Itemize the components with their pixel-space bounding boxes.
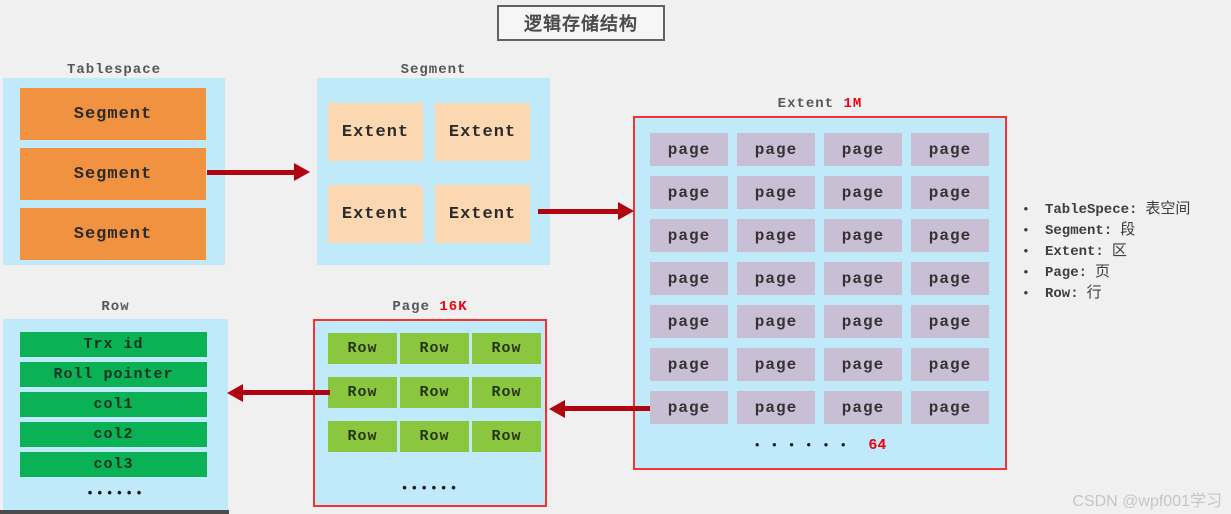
extent-label: Extent 1M — [633, 96, 1007, 112]
segment-box: Segment — [20, 148, 206, 200]
page-cell: page — [824, 391, 902, 424]
legend-item-tablespace: • TableSpece: 表空间 — [1012, 197, 1231, 218]
legend-term: Segment: — [1045, 223, 1113, 239]
page-cell: page — [824, 262, 902, 295]
ellipsis-dots: •••••• — [753, 439, 857, 453]
page-cell: page — [650, 262, 728, 295]
page-cell: page — [911, 176, 989, 209]
row-field-col1: col1 — [20, 392, 207, 417]
legend-term: Extent: — [1045, 244, 1104, 260]
legend-term: Row: — [1045, 286, 1079, 302]
row-cell: Row — [328, 421, 397, 452]
legend: • TableSpece: 表空间 • Segment: 段 • Extent:… — [1012, 197, 1231, 302]
legend-term: Page: — [1045, 265, 1088, 281]
page-cell: page — [737, 219, 815, 252]
extent-size-text: 1M — [843, 96, 863, 112]
csdn-watermark: CSDN @wpf001学习 — [1072, 493, 1222, 510]
page-cell: page — [737, 262, 815, 295]
bullet-icon: • — [1022, 244, 1030, 259]
extent-box: Extent — [435, 103, 530, 161]
bullet-icon: • — [1022, 202, 1030, 217]
segment-box: Segment — [20, 88, 206, 140]
page-cell: page — [737, 176, 815, 209]
page-cell: page — [650, 219, 728, 252]
page-cell: page — [650, 391, 728, 424]
row-field-trx-id: Trx id — [20, 332, 207, 357]
bottom-edge-strip — [0, 510, 229, 514]
row-cell: Row — [328, 377, 397, 408]
page-cell: page — [650, 133, 728, 166]
page-cell: page — [650, 305, 728, 338]
row-cell: Row — [400, 377, 469, 408]
row-ellipsis: •••••• — [86, 486, 145, 501]
page-cell: page — [824, 305, 902, 338]
legend-definition: 页 — [1095, 262, 1111, 280]
row-field-col2: col2 — [20, 422, 207, 447]
extent-box: Extent — [328, 185, 423, 243]
page-cell: page — [824, 176, 902, 209]
extent-box: Extent — [328, 103, 423, 161]
diagram-title: 逻辑存储结构 — [497, 5, 665, 41]
bullet-icon: • — [1022, 265, 1030, 280]
page-cell: page — [911, 391, 989, 424]
row-field-roll-pointer: Roll pointer — [20, 362, 207, 387]
extent-label-text: Extent — [777, 96, 835, 112]
row-cell: Row — [472, 421, 541, 452]
extent-ellipsis: •••••• 64 — [635, 436, 1005, 454]
page-cell: page — [911, 262, 989, 295]
bullet-icon: • — [1022, 286, 1030, 301]
page-cell: page — [911, 133, 989, 166]
diagram-title-text: 逻辑存储结构 — [524, 14, 638, 34]
legend-term: TableSpece: — [1045, 202, 1138, 218]
page-cell: page — [911, 348, 989, 381]
legend-item-row: • Row: 行 — [1012, 281, 1231, 302]
page-count: 64 — [868, 437, 887, 454]
tablespace-label: Tablespace — [66, 62, 161, 78]
page-cell: page — [911, 219, 989, 252]
row-container: Trx id Roll pointer col1 col2 col3 •••••… — [3, 319, 228, 510]
page-cell: page — [824, 219, 902, 252]
page-cell: page — [737, 391, 815, 424]
page-size-text: 16K — [439, 299, 468, 315]
row-cell: Row — [400, 421, 469, 452]
legend-item-segment: • Segment: 段 — [1012, 218, 1231, 239]
legend-definition: 行 — [1086, 283, 1102, 301]
tablespace-container: Segment Segment Segment — [3, 78, 225, 265]
page-ellipsis: •••••• — [400, 481, 460, 496]
row-field-col3: col3 — [20, 452, 207, 477]
row-label: Row — [101, 299, 130, 315]
segment-box: Segment — [20, 208, 206, 260]
page-grid: page page page page page page page page page page… — [635, 118, 1005, 424]
legend-item-extent: • Extent: 区 — [1012, 239, 1231, 260]
page-label-text: Page — [392, 299, 430, 315]
page-label: Page 16K — [313, 299, 547, 315]
page-cell: page — [650, 348, 728, 381]
page-cell: page — [824, 133, 902, 166]
page-cell: page — [737, 348, 815, 381]
row-cell: Row — [472, 333, 541, 364]
legend-definition: 表空间 — [1145, 199, 1191, 217]
row-cell: Row — [328, 333, 397, 364]
page-cell: page — [911, 305, 989, 338]
bullet-icon: • — [1022, 223, 1030, 238]
segment-container: Extent Extent Extent Extent — [317, 78, 550, 265]
extent-container: page page page page page page page page page page… — [633, 116, 1007, 470]
page-cell: page — [737, 305, 815, 338]
segment-label: Segment — [400, 62, 467, 78]
page-cell: page — [824, 348, 902, 381]
page-cell: page — [650, 176, 728, 209]
row-cell: Row — [472, 377, 541, 408]
row-cell: Row — [400, 333, 469, 364]
legend-definition: 区 — [1111, 241, 1127, 259]
extent-box: Extent — [435, 185, 530, 243]
page-cell: page — [737, 133, 815, 166]
legend-item-page: • Page: 页 — [1012, 260, 1231, 281]
legend-definition: 段 — [1120, 220, 1136, 238]
